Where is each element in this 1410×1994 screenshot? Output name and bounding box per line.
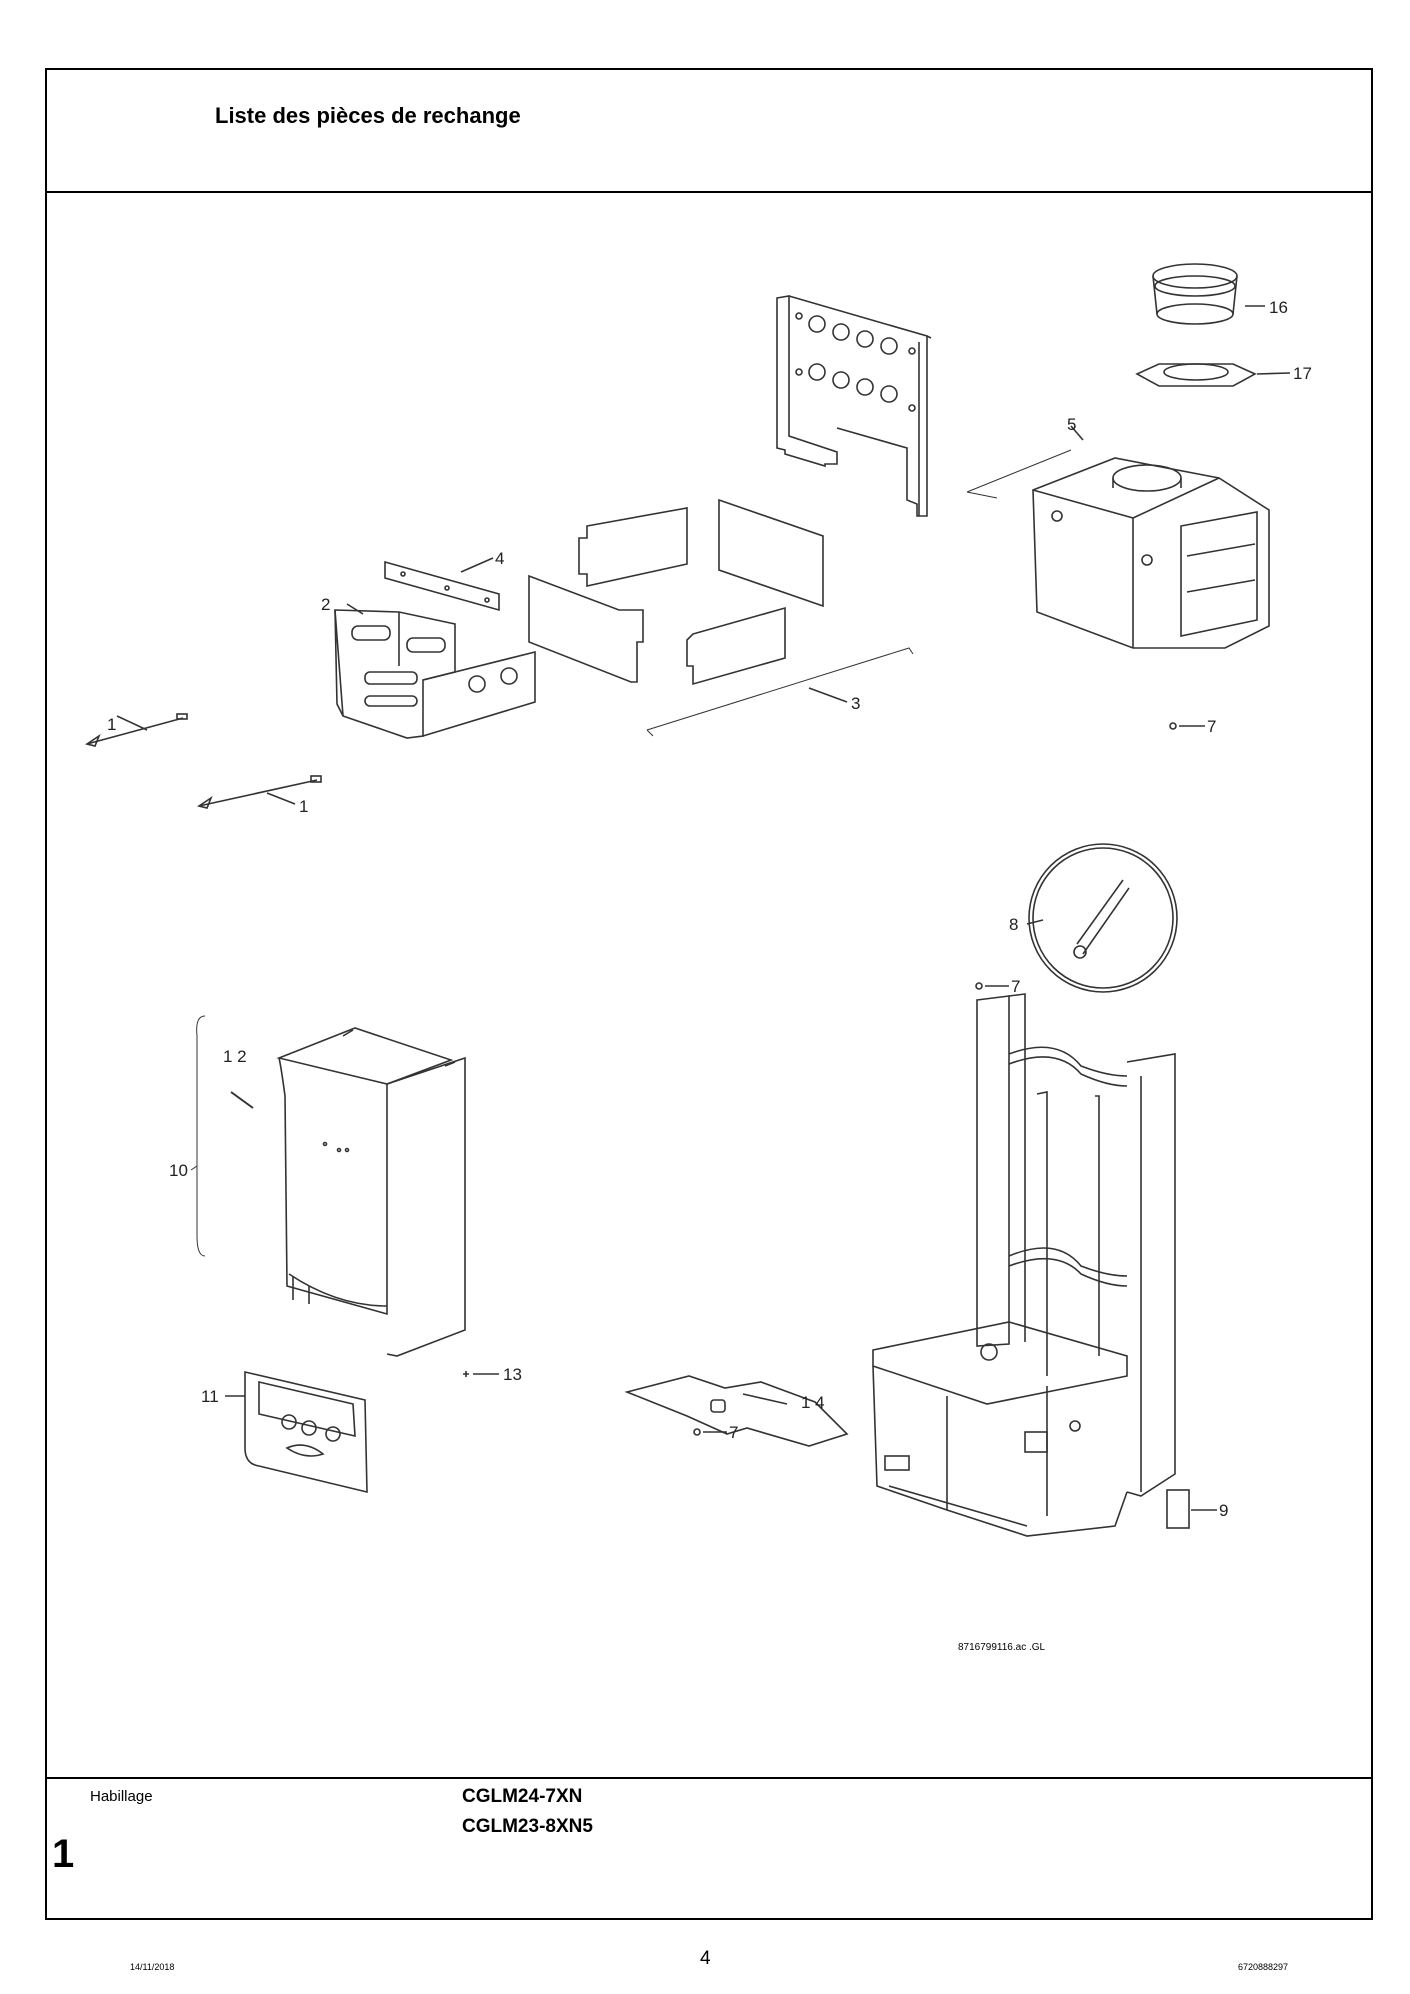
part-2-frame bbox=[334, 609, 536, 739]
callout-9: 9 bbox=[1219, 1501, 1228, 1520]
exploded-parts-diagram: 16 17 5 4 2 1 1 3 7 8 7 1 2 10 13 1 4 7 … bbox=[85, 263, 1312, 1537]
part-1-sensor-b bbox=[197, 775, 322, 809]
callout-10: 10 bbox=[169, 1161, 188, 1180]
callout-1-b: 1 bbox=[299, 797, 308, 816]
section-number: 1 bbox=[52, 1832, 75, 1876]
part-10-casing bbox=[276, 1027, 466, 1357]
callout-4: 4 bbox=[495, 549, 504, 568]
callout-12: 1 2 bbox=[223, 1047, 247, 1066]
diagram-reference: 8716799116.ac .GL bbox=[958, 1642, 1046, 1653]
part-1-sensor-a bbox=[85, 713, 188, 747]
part-11-control-panel bbox=[244, 1370, 368, 1494]
part-14-plate bbox=[624, 1375, 849, 1447]
chassis-frame bbox=[872, 993, 1176, 1537]
model-name-1: CGLM24-7XN bbox=[462, 1786, 583, 1807]
callout-8: 8 bbox=[1009, 915, 1018, 934]
callout-5: 5 bbox=[1067, 415, 1076, 434]
callout-11: 11 bbox=[201, 1387, 219, 1406]
callout-14: 1 4 bbox=[801, 1393, 825, 1412]
back-plate bbox=[776, 295, 932, 517]
callout-1-a: 1 bbox=[107, 715, 116, 734]
callout-17: 17 bbox=[1293, 364, 1312, 383]
callout-7-top: 7 bbox=[1207, 717, 1216, 736]
part-3-panels bbox=[528, 498, 824, 686]
callout-7-low: 7 bbox=[729, 1423, 738, 1442]
page-title: Liste des pièces de rechange bbox=[215, 103, 521, 128]
header-divider bbox=[45, 191, 1373, 193]
footer-divider bbox=[45, 1777, 1373, 1779]
part-16-connector bbox=[1152, 263, 1238, 325]
page-number: 4 bbox=[700, 1948, 711, 1969]
part-4-strip bbox=[384, 560, 500, 612]
page-frame bbox=[45, 68, 1373, 1920]
callout-2: 2 bbox=[321, 595, 330, 614]
part-8-expansion-vessel bbox=[1028, 843, 1178, 993]
callout-13: 13 bbox=[503, 1365, 522, 1384]
section-label: Habillage bbox=[90, 1788, 153, 1805]
callout-7-mid: 7 bbox=[1011, 977, 1020, 996]
footer-date: 14/11/2018 bbox=[130, 1962, 175, 1972]
callout-16: 16 bbox=[1269, 298, 1288, 317]
callout-3: 3 bbox=[851, 694, 860, 713]
part-5-hood bbox=[1032, 457, 1270, 649]
model-name-2: CGLM23-8XN5 bbox=[462, 1816, 593, 1837]
part-9-label bbox=[1166, 1489, 1190, 1529]
part-17-flange bbox=[1135, 363, 1257, 387]
document-reference: 6720888297 bbox=[1238, 1962, 1289, 1972]
